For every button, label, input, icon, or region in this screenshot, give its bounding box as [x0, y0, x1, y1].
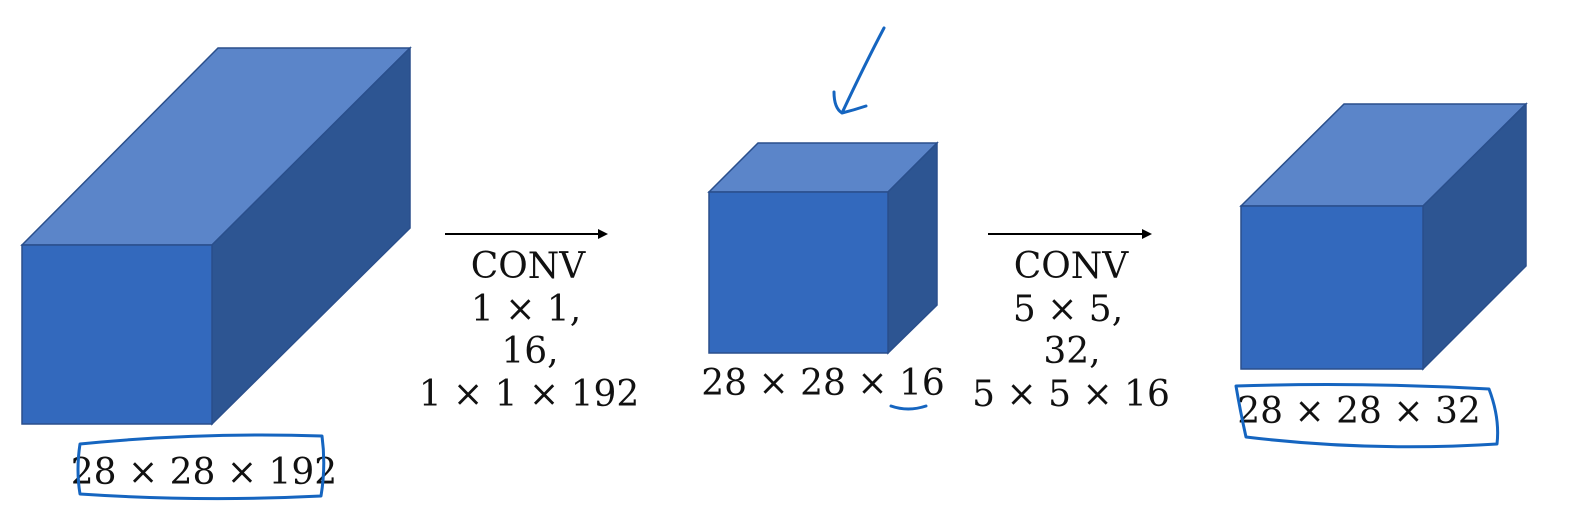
op1-count: 16,: [501, 331, 558, 372]
op2-count: 32,: [1043, 331, 1100, 372]
input-dims-highlight-box: [76, 433, 326, 501]
op2-name: CONV: [1014, 246, 1130, 287]
input-volume-front-face: [21, 244, 213, 425]
input-volume-dims: 28 × 28 × 192: [71, 452, 337, 493]
output-volume: [1239, 102, 1528, 371]
output-volume-front-face: [1240, 205, 1424, 370]
bottleneck-volume-dims: 28 × 28 × 16: [701, 363, 945, 404]
channel-16-underline-mark: [889, 404, 928, 411]
op2-volume: 5 × 5 × 16: [972, 374, 1170, 415]
output-volume-dims: 28 × 28 × 32: [1237, 391, 1481, 432]
op1-volume: 1 × 1 × 192: [419, 374, 640, 415]
op1-name: CONV: [471, 246, 587, 287]
output-dims-highlight-box: [1234, 383, 1500, 449]
bottleneck-volume: [707, 141, 939, 355]
hand-drawn-arrow-icon: [832, 26, 886, 115]
op2-filter: 5 × 5,: [1013, 289, 1123, 330]
op1-filter: 1 × 1,: [471, 289, 581, 330]
bottleneck-volume-front-face: [708, 191, 889, 354]
input-volume: [20, 46, 412, 426]
handwritten-annotations: [76, 26, 1500, 501]
